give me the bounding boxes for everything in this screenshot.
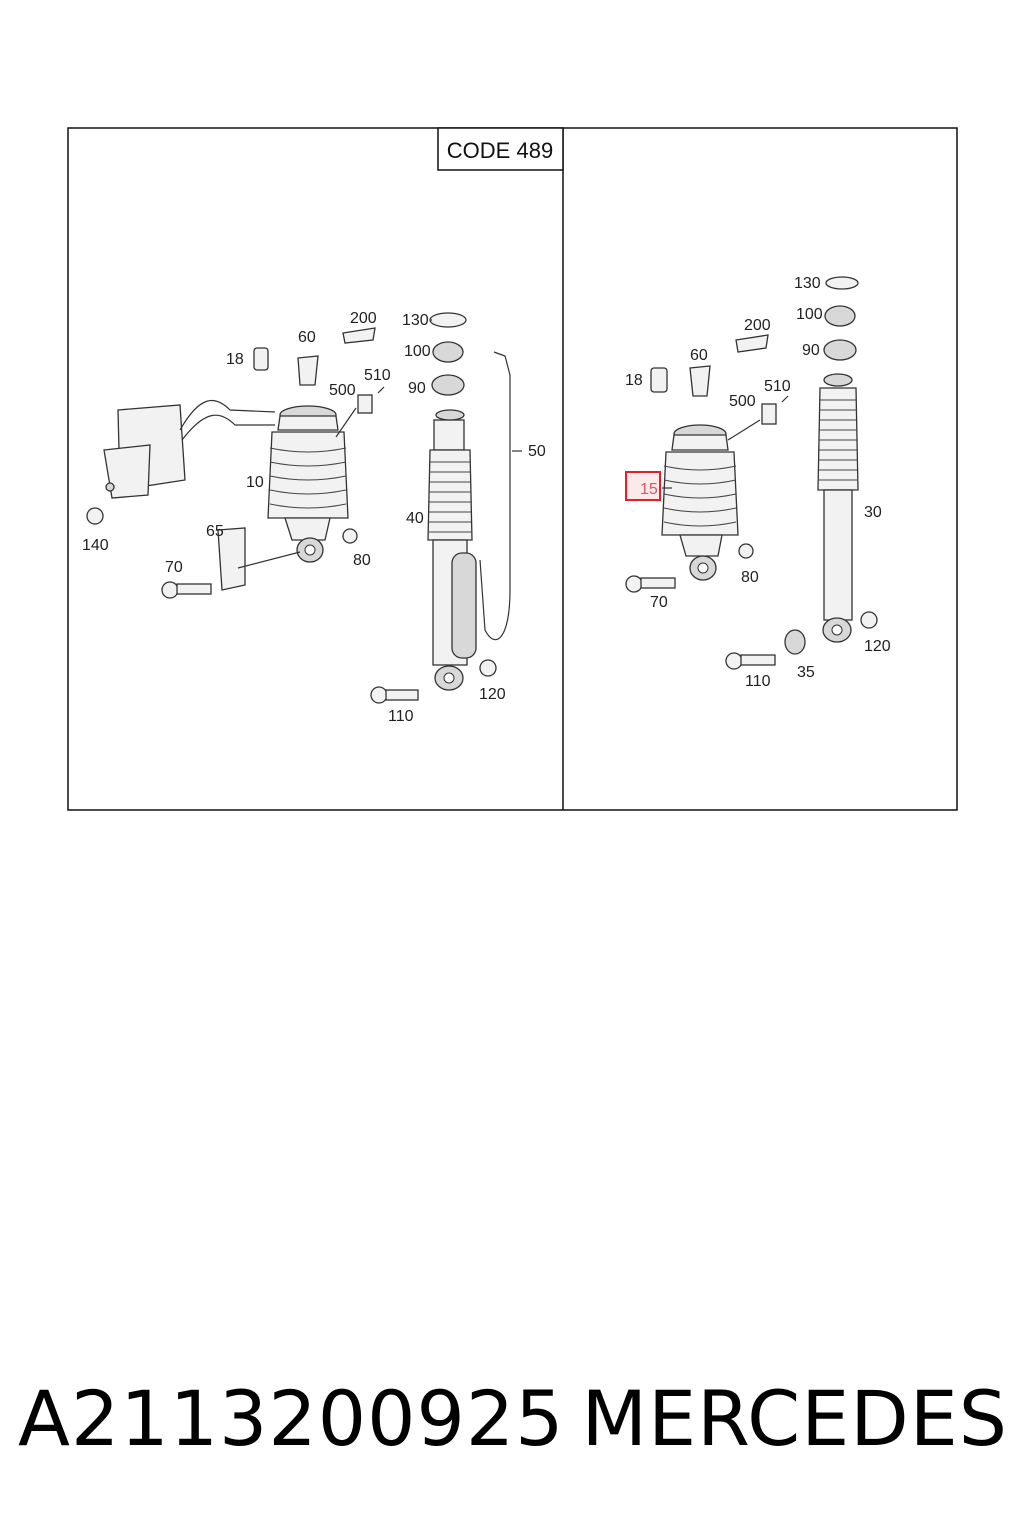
callout-100: 100 [796,306,823,323]
shock-absorber-right [817,373,859,643]
callout-35: 35 [797,664,815,681]
callout-40: 40 [406,510,424,527]
code-label: CODE 489 [447,138,553,163]
callout-65: 65 [206,523,224,540]
top-mounts-right [650,276,859,425]
callout-510: 510 [364,367,391,384]
callout-130: 130 [402,312,429,329]
callout-50: 50 [528,443,546,460]
callout-30: 30 [864,504,882,521]
parts-diagram: CODE 489 [67,127,958,811]
callout-500: 500 [329,382,356,399]
callout-10: 10 [246,474,264,491]
brand-name: MERCEDES [581,1373,1008,1463]
callout-70: 70 [165,559,183,576]
callout-18: 18 [226,351,244,368]
air-reservoir-bracket [103,400,276,499]
part-number: A2113200925 [18,1373,565,1463]
callout-60: 60 [690,347,708,364]
callout-15: 15 [640,481,658,498]
callout-510: 510 [764,378,791,395]
callout-90: 90 [408,380,426,397]
callout-70: 70 [650,594,668,611]
callout-200: 200 [350,310,377,327]
fasteners-right [625,543,878,670]
highlight-box-15 [625,471,661,501]
air-spring-right [661,424,739,581]
leader-lines-right [662,419,761,489]
leader-lines-left [237,319,522,569]
fasteners-left [86,507,497,704]
callout-18: 18 [625,372,643,389]
top-mounts-left [253,312,467,414]
callout-80: 80 [353,552,371,569]
shock-absorber-left [427,351,511,691]
left-panel: 200 130 60 18 100 510 500 90 50 10 40 14… [82,310,546,725]
callout-120: 120 [864,638,891,655]
code-box: CODE 489 [437,127,564,171]
callout-140: 140 [82,537,109,554]
air-spring-left [267,405,349,563]
callout-110: 110 [388,708,414,725]
right-panel: 130 100 200 60 90 18 510 500 15 30 80 70… [625,275,891,690]
callout-500: 500 [729,393,756,410]
caption: A2113200925 MERCEDES [18,1368,1008,1468]
callout-130: 130 [794,275,821,292]
callout-110: 110 [745,673,771,690]
callout-200: 200 [744,317,771,334]
callout-100: 100 [404,343,431,360]
callout-60: 60 [298,329,316,346]
callout-80: 80 [741,569,759,586]
callout-120: 120 [479,686,506,703]
callout-90: 90 [802,342,820,359]
